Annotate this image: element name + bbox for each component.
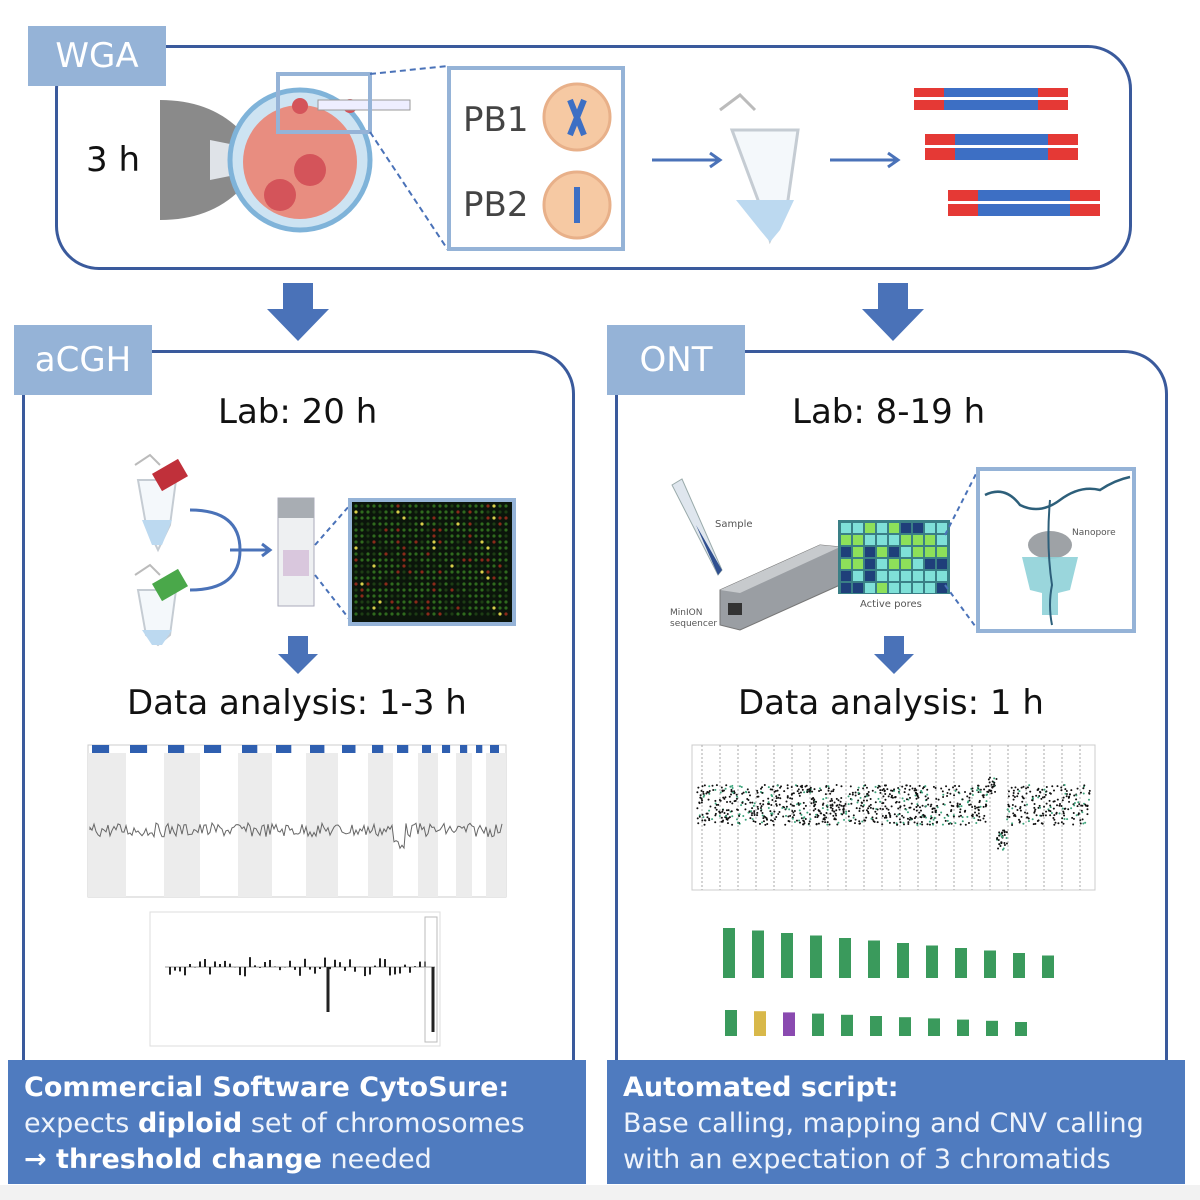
acgh-analysis-time: Data analysis: 1-3 h bbox=[127, 683, 467, 723]
minion-label: MinION bbox=[670, 608, 702, 618]
holding-pipette bbox=[160, 100, 240, 220]
minion-sequencing-illustration: Sample MinION sequencer Active pores Nan… bbox=[670, 467, 1136, 633]
dna-fragment bbox=[948, 190, 1100, 216]
ont-analysis-time: Data analysis: 1 h bbox=[738, 683, 1044, 723]
acgh-note-line3: → threshold change needed bbox=[24, 1144, 432, 1175]
active-pores-label: Active pores bbox=[860, 599, 922, 610]
microarray-image bbox=[348, 498, 516, 626]
acgh-lab-time: Lab: 20 h bbox=[218, 392, 378, 432]
acgh-genome-plot bbox=[87, 744, 507, 898]
pb1-label: PB1 bbox=[463, 100, 529, 140]
acgh-note-line2: expects diploid set of chromosomes bbox=[24, 1108, 525, 1139]
ont-cnv-genome-plot bbox=[691, 744, 1096, 891]
labeled-samples-illustration bbox=[134, 453, 516, 647]
zoom-lines bbox=[369, 65, 449, 251]
wga-time: 3 h bbox=[86, 140, 140, 180]
cytosure-plot bbox=[149, 911, 441, 1047]
nanopore-label: Nanopore bbox=[1072, 528, 1116, 538]
dna-fragment bbox=[914, 88, 1068, 110]
oocyte-micromanipulation-illustration bbox=[160, 72, 411, 233]
acgh-software-note: Commercial Software CytoSure: expects di… bbox=[8, 1060, 586, 1184]
ont-note-line2: Base calling, mapping and CNV calling bbox=[623, 1108, 1144, 1139]
down-arrow-acgh-analysis bbox=[278, 636, 318, 674]
ont-karyogram bbox=[723, 928, 1054, 1036]
sample-label: Sample bbox=[715, 519, 753, 530]
ont-label: ONT bbox=[607, 325, 745, 395]
acgh-label: aCGH bbox=[14, 325, 152, 395]
dna-fragment bbox=[925, 134, 1078, 160]
down-arrow-to-ont bbox=[862, 283, 924, 341]
down-arrow-to-acgh bbox=[267, 283, 329, 341]
polar-bodies-icons bbox=[542, 82, 612, 240]
ont-script-note: Automated script: Base calling, mapping … bbox=[607, 1060, 1185, 1184]
ont-lab-time: Lab: 8-19 h bbox=[792, 392, 986, 432]
zoom-box bbox=[276, 72, 372, 134]
pb2-label: PB2 bbox=[463, 185, 529, 225]
sequencer-label: sequencer bbox=[670, 619, 717, 629]
wga-flow-arrows bbox=[652, 151, 901, 169]
down-arrow-ont-analysis bbox=[874, 636, 914, 674]
acgh-note-title: Commercial Software CytoSure: bbox=[24, 1072, 510, 1103]
amplified-dna-fragments bbox=[914, 88, 1100, 216]
wga-label: WGA bbox=[28, 26, 166, 86]
ont-note-title: Automated script: bbox=[623, 1072, 899, 1103]
ont-note-line3: with an expectation of 3 chromatids bbox=[623, 1144, 1111, 1175]
tube-icon bbox=[719, 93, 800, 245]
bottom-strip bbox=[0, 1185, 1200, 1200]
polar-body-inset bbox=[447, 66, 625, 251]
